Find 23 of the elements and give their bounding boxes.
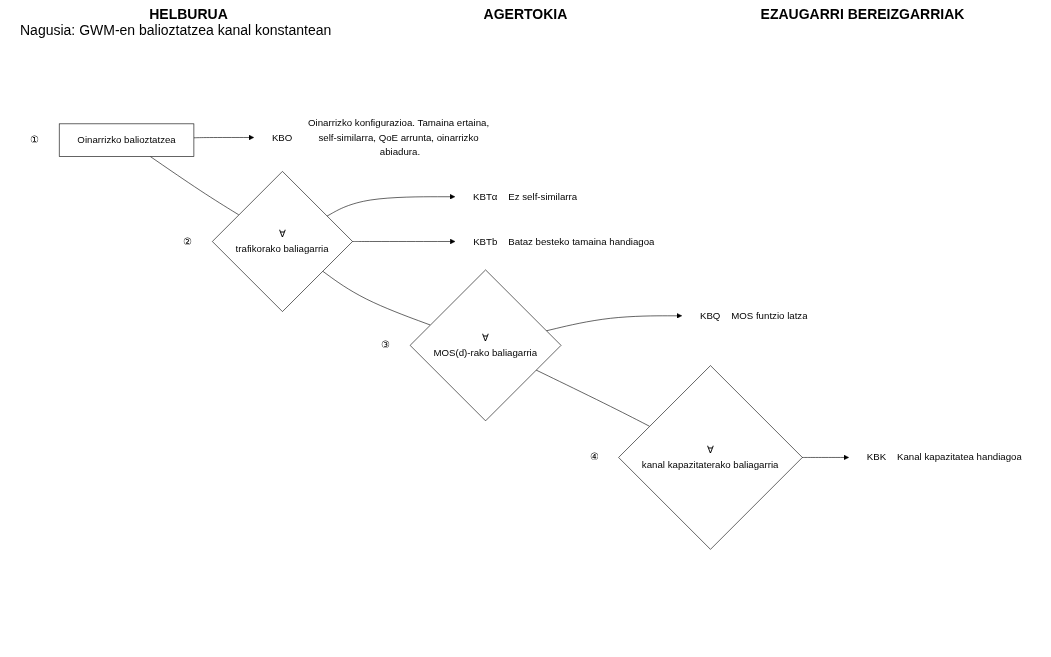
node-label: Kanal kapazitatea handiagoa bbox=[896, 452, 1022, 463]
node-box: Oinarrizko balioztatzea bbox=[58, 123, 194, 157]
node-label: MOS funtzio latza bbox=[730, 310, 808, 321]
note-text: Nagusia: GWM-en balioztatzea kanal konstantean bbox=[20, 22, 333, 38]
node-text: KBK bbox=[866, 452, 886, 463]
node-label: ② bbox=[182, 236, 192, 247]
node-text: KBO bbox=[271, 132, 292, 143]
node-text: KBQ bbox=[699, 310, 720, 321]
node-diamond: ∀ trafikorako baliagarria bbox=[211, 171, 353, 312]
column-heading: HELBURUA bbox=[148, 6, 229, 22]
node-label: Oinarrizko konfigurazioa. Tamaina ertaina, self-similarra, QoE arrunta, oinarrizko abiadura. bbox=[307, 117, 489, 157]
column-heading: EZAUGARRI BEREIZGARRIAK bbox=[759, 6, 966, 22]
node-diamond: ∀ kanal kapazitaterako baliagarria bbox=[617, 365, 803, 550]
node-label: Ez self-similarra bbox=[507, 191, 577, 202]
connector bbox=[149, 156, 239, 216]
node-text: KBTα bbox=[472, 191, 497, 202]
node-label: ④ bbox=[589, 452, 598, 463]
node-label: Bataz besteko tamaina handiagoa bbox=[507, 236, 654, 247]
node-diamond: ∀ MOS(d)-rako baliagarria bbox=[409, 269, 561, 422]
node-label: ③ bbox=[380, 339, 390, 351]
node-label: ① bbox=[29, 134, 39, 146]
column-heading: AGERTOKIA bbox=[482, 6, 569, 22]
node-text: KBTb bbox=[472, 236, 497, 247]
